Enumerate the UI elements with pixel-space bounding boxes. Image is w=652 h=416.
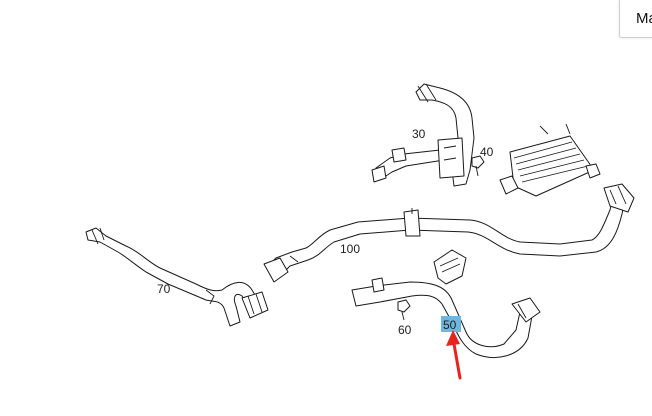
callout-100[interactable]: 100 [340,242,360,256]
callout-50[interactable]: 50 [443,318,457,332]
hose-100[interactable] [263,183,635,283]
red-arrow-icon [446,330,462,380]
callout-70[interactable]: 70 [157,282,171,296]
pipe-assembly-30[interactable] [371,83,475,187]
callout-50-highlight [441,316,461,332]
callout-30[interactable]: 30 [412,127,426,141]
callout-40[interactable]: 40 [480,145,494,159]
hose-70[interactable] [85,227,269,327]
callout-60[interactable]: 60 [398,323,412,337]
corner-menu-button[interactable]: Ma [619,0,652,38]
oil-cooler[interactable] [499,123,601,197]
bolt-60[interactable] [397,299,411,321]
bolt-40[interactable] [471,155,485,177]
hose-50[interactable] [351,249,541,358]
